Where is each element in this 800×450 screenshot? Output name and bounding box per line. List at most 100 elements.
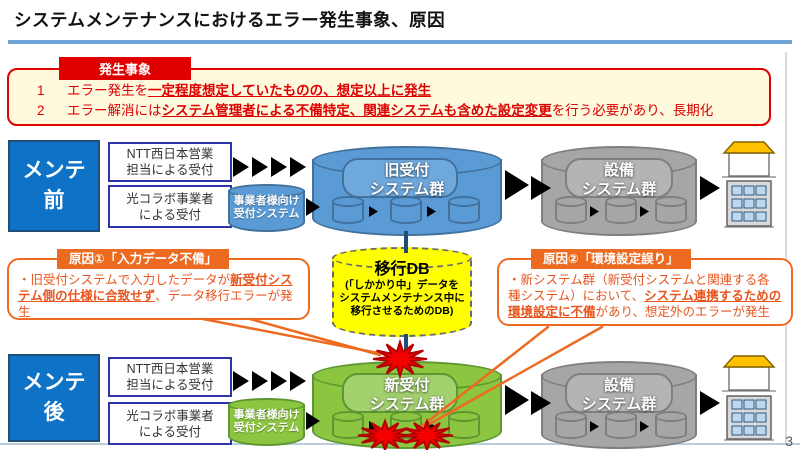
channel-hikari-collab-after: 光コラボ事業者 による受付	[108, 402, 232, 445]
cylinder-body	[555, 201, 587, 224]
arrow-right-icon	[640, 421, 649, 432]
migration-db-sub3: 移行させるためのDB)	[350, 305, 454, 317]
occurrence-box: 発生事象 1 エラー発生を一定程度想定していたものの、想定以上に発生 2 エラー解消…	[7, 57, 771, 126]
item-number: 2	[37, 103, 45, 118]
cylinder-body	[390, 201, 422, 224]
arrow-right-icon	[252, 157, 268, 177]
arrow-right-icon	[505, 170, 529, 200]
equip-label-line1: 設備	[603, 377, 634, 394]
house-icon	[722, 355, 776, 392]
inner-db-cylinder	[390, 196, 422, 224]
house-icon	[722, 141, 776, 178]
migration-db-title: 移行DB	[374, 261, 430, 278]
item-text: エラー解消には	[67, 103, 162, 118]
item-text-emphasis: 一定程度想定していたものの、想定以上に発生	[148, 83, 432, 98]
stage-label-line2: 後	[43, 401, 65, 424]
main-label-line2: システム群	[369, 396, 445, 413]
cause2-text-tail: があり、想定外のエラーが発生	[595, 305, 771, 319]
cylinder-top	[605, 196, 637, 207]
cylinder-body	[655, 201, 687, 224]
inner-db-cylinder	[655, 411, 687, 439]
item-number: 1	[37, 83, 45, 98]
cause1-text-emphasis: 新受付システム側の仕様に合致せず	[18, 273, 293, 303]
equipment-system-cylinder-after: 設備 システム群	[541, 361, 697, 449]
inner-db-cylinder	[605, 196, 637, 224]
inner-db-cylinder	[390, 411, 422, 439]
main-label-line1: 旧受付	[384, 162, 430, 179]
channel-ntt-west-before: NTT西日本営業 担当による受付	[108, 142, 232, 182]
channel-label-line1: NTT西日本営業	[126, 147, 214, 161]
cause2-header: 原因②「環境設定誤り」	[531, 249, 691, 269]
migration-db-sub2: システムメンテナンス中に	[339, 292, 465, 304]
main-label-line2: システム群	[369, 181, 445, 198]
equip-label-line2: システム群	[581, 181, 657, 198]
cylinder-body	[655, 416, 687, 439]
feeder-system-label: 事業者様向け 受付システム	[228, 195, 305, 221]
inner-system-box	[342, 158, 458, 198]
occurrence-header: 発生事象	[59, 57, 191, 80]
title-underline	[8, 40, 792, 44]
migration-db-cylinder: 移行DB (「しかかり中」データを システムメンテナンス中に 移行させるためのD…	[332, 247, 472, 337]
inner-db-cylinder	[332, 411, 364, 439]
inner-db-cylinder	[332, 196, 364, 224]
cylinder-body	[448, 201, 480, 224]
feeder-system-label: 事業者様向け 受付システム	[228, 409, 305, 435]
building-icon	[724, 395, 774, 441]
cylinder-body	[605, 416, 637, 439]
channel-label-line1: NTT西日本営業	[126, 362, 214, 376]
old-reception-system-cylinder: 旧受付 システム群	[312, 146, 502, 236]
migration-db-sub1: (「しかかり中」データを	[345, 279, 459, 291]
arrow-right-icon	[290, 157, 306, 177]
feeder-system-cylinder-after: 事業者様向け 受付システム	[228, 398, 305, 446]
cylinder-top	[228, 184, 305, 198]
stage-before-label: メンテ 前	[8, 140, 100, 232]
channel-label-line2: 担当による受付	[126, 163, 214, 177]
inner-system-box	[565, 158, 673, 198]
slide-right-border	[785, 52, 787, 443]
page-number: 3	[785, 433, 793, 449]
cylinder-body	[332, 201, 364, 224]
item-text: エラー発生を	[67, 83, 148, 98]
feeder-label-line2: 受付システム	[233, 422, 300, 434]
inner-db-cylinder	[555, 196, 587, 224]
cylinder-top	[448, 196, 480, 207]
cylinder-top	[390, 196, 422, 207]
cylinder-top	[655, 411, 687, 422]
cylinder-top	[555, 196, 587, 207]
channel-ntt-west-after: NTT西日本営業 担当による受付	[108, 357, 232, 397]
equip-label-line1: 設備	[603, 162, 634, 179]
inner-db-cylinder	[555, 411, 587, 439]
stage-after-label: メンテ 後	[8, 354, 100, 442]
occurrence-item-2: 2 エラー解消にはシステム管理者による不備特定、関連システムも含めた設定変更を行う…	[37, 101, 761, 121]
channel-label-line2: による受付	[138, 424, 202, 439]
arrow-right-icon	[233, 371, 249, 391]
item-text-tail: を行う必要があり、長期化	[551, 103, 714, 118]
arrow-right-icon	[233, 157, 249, 177]
feeder-label-line1: 事業者様向け	[233, 409, 300, 421]
equip-label-line2: システム群	[581, 396, 657, 413]
cause1-text-tail: 、データ移行エラーが発生	[18, 289, 293, 319]
cause2-text-emphasis: システム連携するための環境設定に不備	[508, 289, 782, 319]
feeder-label-line1: 事業者様向け	[233, 195, 300, 207]
inner-db-cylinder	[448, 196, 480, 224]
item-text-emphasis: システム管理者による不備特定、関連システムも含めた設定変更	[161, 103, 552, 118]
cause2-body: ・新システム群（新受付システムと関連する各種システム）において、システム連携する…	[499, 260, 791, 320]
arrow-right-icon	[505, 385, 529, 415]
channel-hikari-collab-before: 光コラボ事業者 による受付	[108, 185, 232, 228]
inner-db-cylinder	[448, 411, 480, 439]
cylinder-top	[228, 398, 305, 412]
equipment-system-cylinder-before: 設備 システム群	[541, 146, 697, 236]
cause2-text: ・新システム群（新受付システムと関連する各種システム）において、	[508, 273, 770, 303]
arrow-right-icon	[700, 176, 720, 200]
cylinder-top	[605, 411, 637, 422]
cylinder-top	[655, 196, 687, 207]
arrow-right-icon	[271, 157, 287, 177]
feeder-label-line2: 受付システム	[233, 208, 300, 220]
stage-label-line1: メンテ	[22, 371, 86, 394]
main-label-line1: 新受付	[384, 377, 430, 394]
cause2-callout: 原因②「環境設定誤り」 ・新システム群（新受付システムと関連する各種システム）に…	[497, 249, 793, 326]
arrow-right-icon	[700, 391, 720, 415]
migration-db-label: 移行DB (「しかかり中」データを システムメンテナンス中に 移行させるためのD…	[332, 260, 472, 318]
occurrence-item-1: 1 エラー発生を一定程度想定していたものの、想定以上に発生	[37, 81, 761, 101]
